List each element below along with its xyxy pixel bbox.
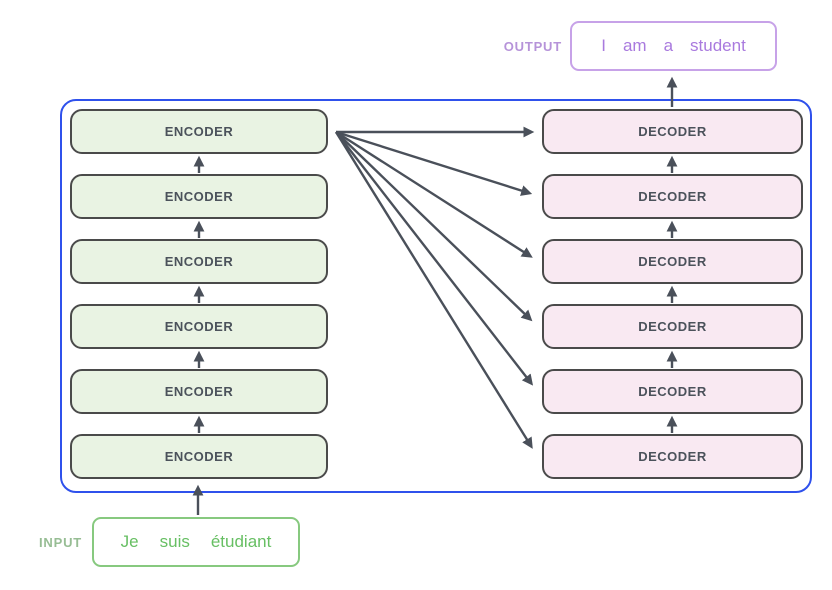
input-word: suis bbox=[159, 532, 190, 551]
decoder-block-6: DECODER bbox=[542, 434, 803, 479]
encoder-block-2: ENCODER bbox=[70, 174, 328, 219]
decoder-label: DECODER bbox=[638, 254, 707, 269]
encoder-label: ENCODER bbox=[164, 449, 234, 464]
decoder-block-5: DECODER bbox=[542, 369, 803, 414]
input-sentence-box: Je suis étudiant bbox=[92, 517, 300, 567]
decoder-label: DECODER bbox=[638, 449, 707, 464]
encoder-label: ENCODER bbox=[164, 124, 234, 139]
encoder-block-1: ENCODER bbox=[70, 109, 328, 154]
decoder-label: DECODER bbox=[638, 384, 707, 399]
decoder-block-3: DECODER bbox=[542, 239, 803, 284]
decoder-block-2: DECODER bbox=[542, 174, 803, 219]
output-word: student bbox=[690, 36, 746, 55]
output-label: OUTPUT bbox=[503, 39, 562, 54]
encoder-label: ENCODER bbox=[164, 189, 234, 204]
decoder-label: DECODER bbox=[638, 189, 707, 204]
encoder-block-5: ENCODER bbox=[70, 369, 328, 414]
output-word: I bbox=[601, 36, 606, 55]
decoder-block-4: DECODER bbox=[542, 304, 803, 349]
input-word: Je bbox=[120, 532, 139, 551]
decoder-label: DECODER bbox=[638, 124, 707, 139]
decoder-block-1: DECODER bbox=[542, 109, 803, 154]
encoder-decoder-container bbox=[60, 99, 812, 493]
encoder-label: ENCODER bbox=[164, 319, 234, 334]
encoder-block-4: ENCODER bbox=[70, 304, 328, 349]
encoder-label: ENCODER bbox=[164, 254, 234, 269]
decoder-label: DECODER bbox=[638, 319, 707, 334]
input-label: INPUT bbox=[39, 535, 82, 550]
encoder-block-6: ENCODER bbox=[70, 434, 328, 479]
output-word: a bbox=[663, 36, 674, 55]
input-word: étudiant bbox=[210, 532, 272, 551]
encoder-label: ENCODER bbox=[164, 384, 234, 399]
output-sentence-box: I am a student bbox=[570, 21, 777, 71]
output-word: am bbox=[622, 36, 647, 55]
encoder-block-3: ENCODER bbox=[70, 239, 328, 284]
